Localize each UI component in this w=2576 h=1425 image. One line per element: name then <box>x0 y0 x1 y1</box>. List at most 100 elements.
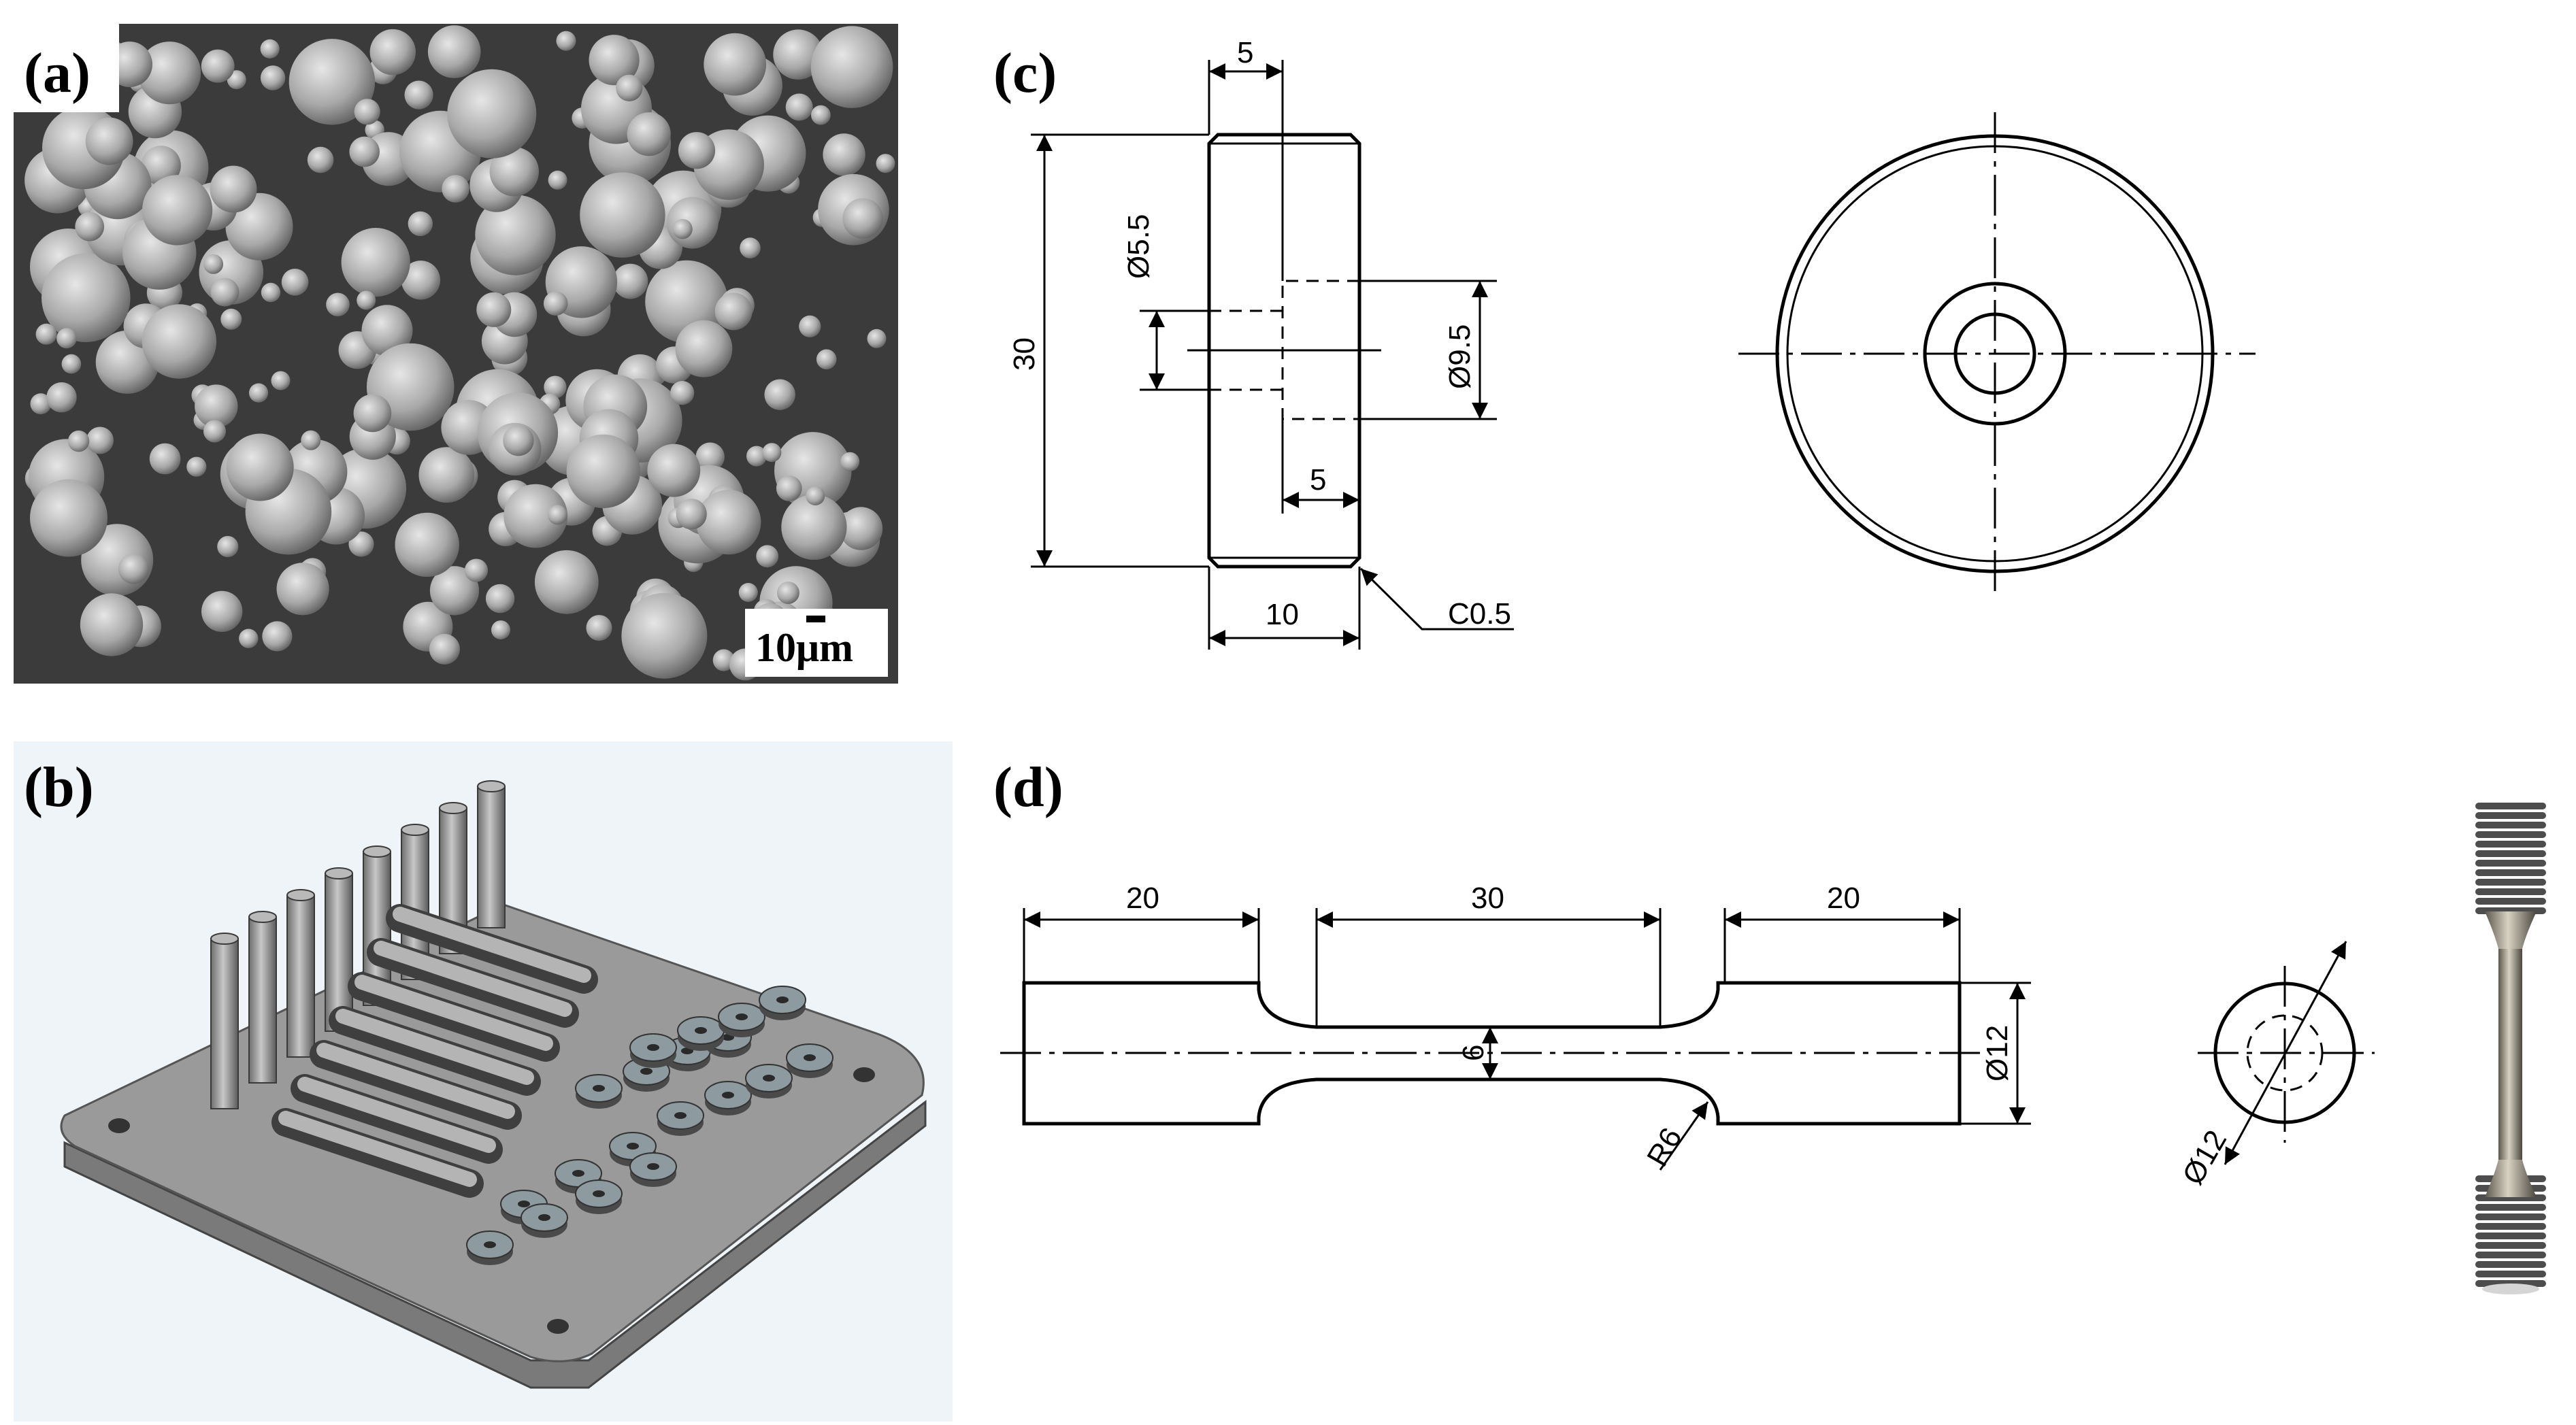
powder-particle <box>491 620 510 640</box>
powder-particle <box>476 292 512 327</box>
radius-leader <box>1659 1101 1709 1171</box>
powder-particle <box>61 354 82 374</box>
thread-ridge <box>2475 1271 2546 1277</box>
powder-particle <box>503 425 534 456</box>
powder-particle <box>695 442 725 471</box>
thread-ridge <box>2475 888 2546 895</box>
powder-particle <box>548 505 567 525</box>
thread-ridge <box>2475 1233 2546 1239</box>
thread-ridge <box>2475 831 2546 838</box>
vertical-rod <box>325 873 353 1032</box>
powder-particle <box>616 74 643 101</box>
dim-outer-dia: Ø9.5 <box>1443 324 1476 389</box>
powder-particle <box>621 592 708 679</box>
powder-particles <box>24 25 895 681</box>
powder-particle <box>670 381 695 405</box>
dim-section-dia: Ø12 <box>2176 1124 2233 1190</box>
powder-particle <box>427 25 481 78</box>
powder-particle <box>239 628 259 648</box>
panel-a-label-bg <box>14 24 119 112</box>
powder-particle <box>401 261 441 300</box>
powder-particle <box>203 254 224 274</box>
powder-particle <box>67 430 90 452</box>
powder-particle <box>675 320 733 378</box>
powder-particle <box>627 112 671 156</box>
powder-particle <box>580 172 665 258</box>
powder-particle <box>464 558 489 582</box>
dim-gauge: 30 <box>1471 882 1504 915</box>
powder-particle <box>186 456 207 477</box>
powder-particle <box>142 175 213 246</box>
thread-ridge <box>2475 850 2546 857</box>
dim-height: 30 <box>1008 337 1041 371</box>
powder-particle <box>80 593 144 656</box>
powder-particle <box>676 499 707 530</box>
dim-chamfer: C0.5 <box>1448 597 1511 631</box>
powder-particle <box>149 443 181 475</box>
powder-particle <box>118 553 149 584</box>
powder-particle <box>714 292 753 331</box>
powder-particle <box>548 170 567 190</box>
panel-a-label: (a) <box>24 41 90 105</box>
powder-particle <box>666 197 719 249</box>
horizontal-rod-highlight <box>278 1111 477 1187</box>
powder-particle <box>867 329 887 348</box>
dim-inner-depth: 5 <box>1310 463 1326 497</box>
powder-particle <box>326 292 350 317</box>
disc-specimens <box>466 986 833 1265</box>
powder-particle <box>226 433 294 501</box>
scale-bar <box>806 616 825 622</box>
powder-particle <box>776 475 802 501</box>
powder-particle <box>840 452 860 471</box>
horizontal-rods <box>271 904 598 1198</box>
powder-particle <box>678 132 716 169</box>
powder-particle <box>42 253 131 343</box>
powder-particle <box>201 49 235 83</box>
powder-particle <box>712 649 735 671</box>
disc-hole <box>722 1092 734 1099</box>
powder-particle <box>589 35 640 86</box>
powder-particle <box>281 269 309 296</box>
powder-particle <box>418 447 475 503</box>
rod-top <box>210 933 239 945</box>
horizontal-rod-highlight <box>335 1009 534 1085</box>
vertical-rod <box>210 938 239 1109</box>
horizontal-rod-highlight <box>316 1043 515 1119</box>
powder-particle <box>534 550 599 614</box>
powder-particle <box>429 566 480 616</box>
powder-particle <box>288 39 376 125</box>
panel-c-label: (c) <box>993 41 1057 105</box>
panel-b-label: (b) <box>24 756 94 819</box>
powder-particle <box>404 80 433 110</box>
thread-ridge <box>2475 822 2546 828</box>
powder-particle <box>811 105 831 125</box>
powder-particle <box>746 446 767 467</box>
vertical-rod <box>248 916 277 1084</box>
powder-particle <box>46 382 77 413</box>
disc-hole <box>538 1214 550 1221</box>
disc-hole <box>763 1075 775 1082</box>
powder-particle <box>361 305 413 356</box>
dim-line-section-dia <box>2224 941 2347 1165</box>
powder-particle <box>142 304 217 379</box>
powder-particle <box>30 479 108 557</box>
specimen-end <box>2482 1284 2539 1294</box>
powder-particle <box>785 93 813 121</box>
powder-particle <box>586 615 612 641</box>
powder-particle <box>806 486 825 505</box>
specimen-transition <box>2485 1160 2537 1197</box>
powder-particle <box>612 263 648 299</box>
dim-top-width: 5 <box>1237 36 1253 69</box>
rod-top <box>439 802 467 814</box>
panel-c: (c) 5 30 Ø5.5 Ø9.5 5 <box>993 36 2256 650</box>
powder-particle <box>348 531 374 557</box>
powder-particle <box>307 146 334 173</box>
powder-particle <box>138 41 201 105</box>
thread-ridge <box>2475 860 2546 867</box>
powder-particle <box>810 26 893 108</box>
scale-bar-label: 10μm <box>755 625 853 670</box>
powder-particle <box>201 590 243 633</box>
disc-hole <box>518 1201 530 1207</box>
chamfer-leader <box>1359 567 1514 631</box>
disc-hole <box>736 1013 748 1020</box>
